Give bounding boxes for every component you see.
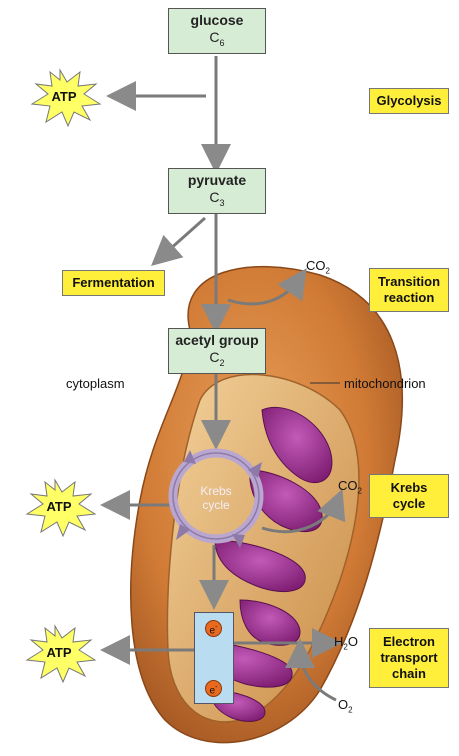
glucose-node: glucose C6 — [168, 8, 266, 54]
fermentation-label: Fermentation — [62, 270, 165, 296]
atp-label-glycolysis: ATP — [34, 89, 94, 104]
glycolysis-label: Glycolysis — [369, 88, 449, 114]
electron-bottom: e- — [205, 680, 222, 697]
krebs-cycle-label: Krebs cycle — [369, 474, 449, 518]
krebs-cycle-center-text: Krebs cycle — [181, 484, 251, 512]
pyruvate-node: pyruvate C3 — [168, 168, 266, 214]
h2o-product: H2O — [334, 634, 358, 652]
pyruvate-label: pyruvate — [188, 172, 246, 188]
co2-krebs: CO2 — [338, 478, 362, 496]
fermentation-arrow — [160, 218, 205, 258]
atp-label-etc: ATP — [29, 645, 89, 660]
cytoplasm-label: cytoplasm — [66, 376, 125, 391]
glucose-label: glucose — [191, 12, 244, 28]
atp-label-krebs: ATP — [29, 499, 89, 514]
co2-transition: CO2 — [306, 258, 330, 276]
glucose-formula: C6 — [169, 29, 265, 52]
acetyl-group-formula: C2 — [169, 349, 265, 372]
o2-input: O2 — [338, 697, 353, 715]
electron-transport-chain-label: Electron transport chain — [369, 628, 449, 688]
electron-top: e- — [205, 620, 222, 637]
pyruvate-formula: C3 — [169, 189, 265, 212]
acetyl-group-label: acetyl group — [175, 332, 258, 348]
acetyl-group-node: acetyl group C2 — [168, 328, 266, 374]
mitochondrion-label: mitochondrion — [344, 376, 426, 391]
transition-reaction-label: Transition reaction — [369, 268, 449, 312]
